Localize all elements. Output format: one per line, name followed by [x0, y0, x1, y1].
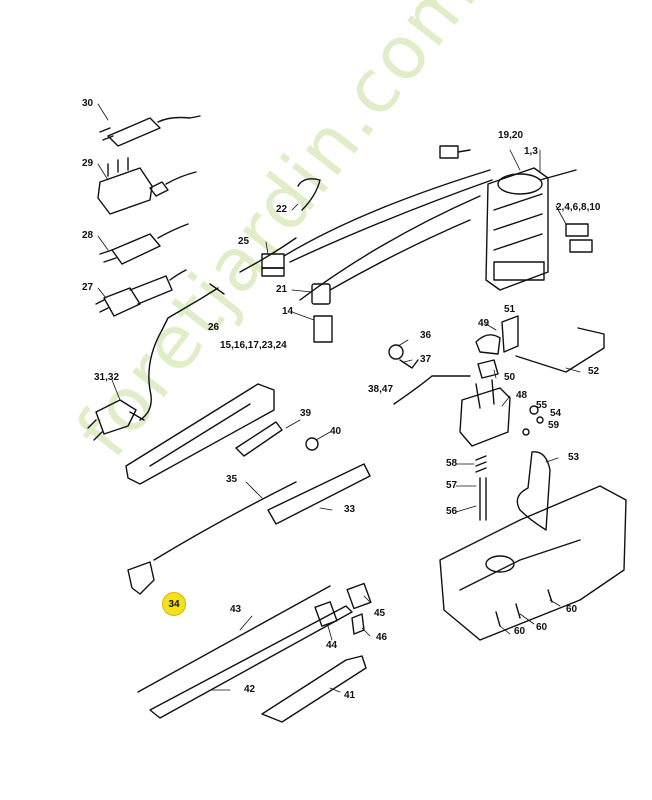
label-53: 53	[568, 452, 580, 463]
highlighted-part-34-badge[interactable]: 34	[162, 592, 186, 616]
label-40: 40	[330, 426, 342, 437]
label-28: 28	[82, 230, 94, 241]
motor-1920-icon	[485, 167, 577, 291]
label-60-c: 60	[514, 626, 526, 637]
plug-27-icon	[95, 269, 187, 317]
label-33: 33	[344, 504, 356, 515]
label-49: 49	[478, 318, 490, 329]
label-3847: 38,47	[368, 384, 394, 395]
label-21: 21	[276, 284, 288, 295]
label-43: 43	[230, 604, 242, 615]
housing-48-icon	[459, 379, 511, 447]
label-51: 51	[504, 304, 516, 315]
terminal-1920-icon	[439, 145, 471, 159]
clip-46-icon	[351, 613, 365, 635]
label-54: 54	[550, 408, 562, 419]
label-36: 36	[420, 330, 432, 341]
label-30: 30	[82, 98, 94, 109]
rod-3847-icon	[393, 375, 471, 405]
handle-lower-41-icon	[261, 655, 367, 723]
label-29: 29	[82, 158, 94, 169]
label-45: 45	[374, 608, 386, 619]
rod-43-icon	[137, 585, 331, 693]
label-57: 57	[446, 480, 458, 491]
label-46: 46	[376, 632, 388, 643]
label-50: 50	[504, 372, 516, 383]
label-37: 37	[420, 354, 432, 365]
cable-35-icon	[153, 481, 297, 561]
plug-30-icon	[99, 115, 201, 147]
switch-21-icon	[311, 283, 333, 343]
label-22: 22	[276, 204, 288, 215]
label-2-10: 2,4,6,8,10	[556, 202, 601, 213]
label-44: 44	[326, 640, 338, 651]
connector-25-icon	[261, 253, 285, 277]
rod-42-icon	[149, 605, 353, 719]
label-42: 42	[244, 684, 256, 695]
plug-29-icon	[97, 157, 197, 215]
part-33-icon	[267, 463, 371, 525]
label-59: 59	[548, 420, 560, 431]
sleeve-45-icon	[346, 582, 372, 610]
lever-53-icon	[516, 451, 551, 531]
label-58: 58	[446, 458, 458, 469]
label-13: 1,3	[524, 146, 538, 157]
label-41: 41	[344, 690, 356, 701]
label-1920: 19,20	[498, 130, 524, 141]
part-39-icon	[235, 421, 283, 457]
label-35: 35	[226, 474, 238, 485]
part-34-icon	[127, 561, 155, 595]
label-52: 52	[588, 366, 600, 377]
label-14: 14	[282, 306, 294, 317]
label-39: 39	[300, 408, 312, 419]
label-55: 55	[536, 400, 548, 411]
label-25: 25	[238, 236, 250, 247]
label-60-b: 60	[536, 622, 548, 633]
label-15-24: 15,16,17,23,24	[220, 340, 287, 351]
wire-22-icon	[297, 178, 321, 211]
plug-3132-icon	[87, 399, 145, 441]
label-27: 27	[82, 282, 94, 293]
cable-26-icon	[139, 283, 225, 421]
label-48: 48	[516, 390, 528, 401]
label-60-a: 60	[566, 604, 578, 615]
label-3132: 31,32	[94, 372, 120, 383]
main-housing-icon	[439, 485, 627, 641]
sleeve-44-icon	[314, 601, 338, 627]
handle-upper-icon	[125, 383, 275, 485]
brushes-icon	[565, 223, 593, 253]
part-40-icon	[305, 437, 319, 451]
part-51-icon	[475, 315, 519, 379]
part-36-icon	[388, 344, 419, 369]
label-56: 56	[446, 506, 458, 517]
spring-57-icon	[475, 455, 487, 521]
bar-52-icon	[515, 327, 605, 373]
label-26: 26	[208, 322, 220, 333]
plug-28-icon	[99, 223, 189, 265]
